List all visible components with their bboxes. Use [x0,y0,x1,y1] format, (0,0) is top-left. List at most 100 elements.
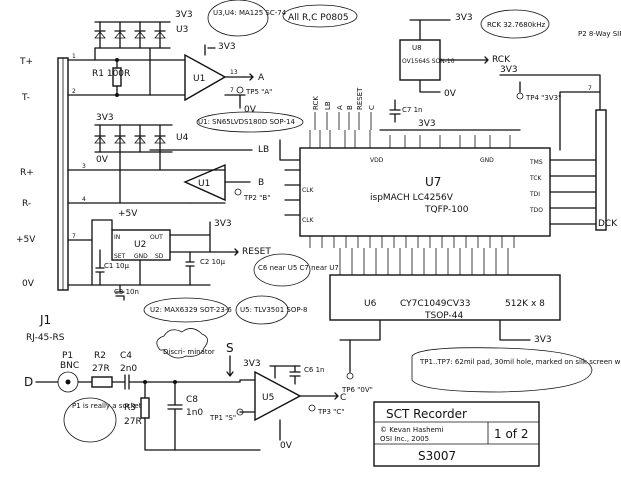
net-dck: DCK [598,219,618,229]
svg-text:2: 2 [72,88,76,95]
svg-text:VDD: VDD [370,157,384,164]
u1-ref-b: U1 [198,179,210,189]
u8-part: OV1564S SON-10 [402,58,455,65]
svg-text:3: 3 [82,163,86,170]
svg-text:3V3: 3V3 [534,335,552,345]
j1-pin-0v: 0V [22,279,35,289]
tp2: TP2 "B" [243,194,270,202]
svg-text:13: 13 [230,69,238,76]
c4-label: C4 [120,351,132,361]
comparator-u5: U5 3V3 0V C TP3 "C" C6 1n [243,359,346,451]
p1-type: BNC [60,361,79,371]
svg-text:7: 7 [588,85,592,92]
r2-label: R2 [94,351,106,361]
tp3: TP3 "C" [317,408,345,416]
svg-text:3V3: 3V3 [96,113,114,123]
u4-ref: U4 [176,133,189,143]
svg-text:4: 4 [82,196,86,203]
reset-chip-u2: +5V U2 IN OUT SET GND SD 3V3 RESET C1 10… [91,209,271,301]
diode-array-u3: 3V3 U3 [94,10,193,96]
c8-label: C8 [186,395,198,405]
u6-part: CY7C1049CV33 [400,299,470,309]
c3-label: C3 10n [114,288,139,296]
u6-ref: U6 [364,299,377,309]
note-rck-clock: RCK 32.7680kHz [487,21,545,29]
u5-ref: U5 [262,393,274,403]
tp1: TP1 "S" [209,414,236,422]
resistor-r1: R1 100R [92,58,130,97]
svg-text:0V: 0V [244,105,257,115]
u7-top-signal-labels: RCK LB A B RESET C [312,87,376,130]
u7-pkg: TQFP-100 [424,205,469,215]
j1-pin-5v: +5V [16,235,36,245]
net-c: C [340,393,346,403]
net-lb: LB [258,145,269,155]
svg-text:TDI: TDI [529,191,540,198]
u3-ref: U3 [176,25,188,35]
tp5: TP5 "A" [245,88,272,96]
j1-pin-tplus: T+ [19,57,33,67]
svg-text:GND: GND [134,253,148,260]
connector-j1: J1 RJ-45-RS T+ T- R+ R- +5V 0V [16,57,69,343]
connector-p2: P2 8-Way SIP 3V3 TP4 "3V3" 7 [499,30,621,231]
top-sig-b: B [346,105,354,110]
title-block-title: SCT Recorder [386,407,467,421]
svg-text:TMS: TMS [529,159,543,166]
j1-pin-rminus: R- [22,199,31,209]
u1-ref-a: U1 [193,74,205,84]
top-sig-rck: RCK [312,96,320,110]
svg-text:+5V: +5V [118,209,138,219]
driver-u1-a: U1 3V3 13 7 A TP5 "A" 0V [184,42,272,115]
svg-text:IN: IN [114,234,120,241]
svg-text:3V3: 3V3 [214,219,232,229]
svg-text:3V3: 3V3 [500,65,518,75]
title-block-org: OSI Inc., 2005 [380,435,429,443]
oscillator-u8: 3V3 U8 OV1564S SON-10 RCK 0V RCK 32.7680… [399,9,550,99]
j1-pin-rplus: R+ [20,168,34,178]
svg-text:0V: 0V [280,441,293,451]
net-s: S [226,341,234,355]
svg-text:SD: SD [155,253,164,260]
svg-text:3V3: 3V3 [418,119,436,129]
sram-u6: U6 CY7C1049CV33 512K x 8 TSOP-44 3V3 TP6… [329,248,561,394]
tp6: TP6 "0V" [341,386,373,394]
top-sig-c: C [368,105,376,110]
note-c6c7: C6 near U5 C7 near U7 [258,264,339,272]
title-block-sheet: 1 of 2 [494,427,528,441]
top-sig-reset: RESET [356,87,364,110]
note-u2-part: U2: MAX6329 SOT-23-6 [150,306,232,314]
note-u3u4-part: U3,U4: MA125 SC-74 [213,9,287,17]
j1-ref: J1 [39,313,51,327]
c2-label: C2 10µ [200,258,225,266]
r1-label: R1 100R [92,69,130,79]
svg-text:0V: 0V [444,89,457,99]
capacitor-c7: C7 1n [389,99,422,123]
svg-text:0V: 0V [96,155,109,165]
note-tp: TP1..TP7: 62mil pad, 30mil hole, marked … [419,358,621,366]
r3-value: 27R [124,417,142,427]
svg-text:3V3: 3V3 [218,42,236,52]
title-block: SCT Recorder © Kevan Hashemi OSI Inc., 2… [373,401,540,467]
net-reset-u2: RESET [242,247,271,257]
u6-pkg: TSOP-44 [424,311,463,321]
note-all-rc: All R,C P0805 [288,13,349,23]
c1-label: C1 10µ [104,262,129,270]
svg-text:TDO: TDO [529,207,543,214]
svg-text:GND: GND [480,157,494,164]
title-block-drawing-no: S3007 [418,449,456,463]
j1-pin-tminus: T- [21,93,30,103]
connector-p1: D P1 BNC P1 is really a socket [24,351,142,443]
svg-text:3V3: 3V3 [175,10,193,20]
u7-part: ispMACH LC4256V [370,193,454,203]
note-u5-part: U5: TLV3501 SOP-8 [240,306,307,314]
note-u1-part: U1: SN65LVDS180D SOP-14 [198,118,295,126]
diode-array-u4: 3V3 U4 0V [94,113,189,204]
j1-wires: 1 2 3 4 7 [67,53,191,286]
c8-value: 1n0 [186,408,203,418]
u2-ref: U2 [134,240,146,250]
c6-label: C6 1n [304,366,324,374]
svg-text:1: 1 [72,53,76,60]
note-p1: P1 is really a socket [72,402,142,410]
svg-text:7: 7 [72,233,76,240]
